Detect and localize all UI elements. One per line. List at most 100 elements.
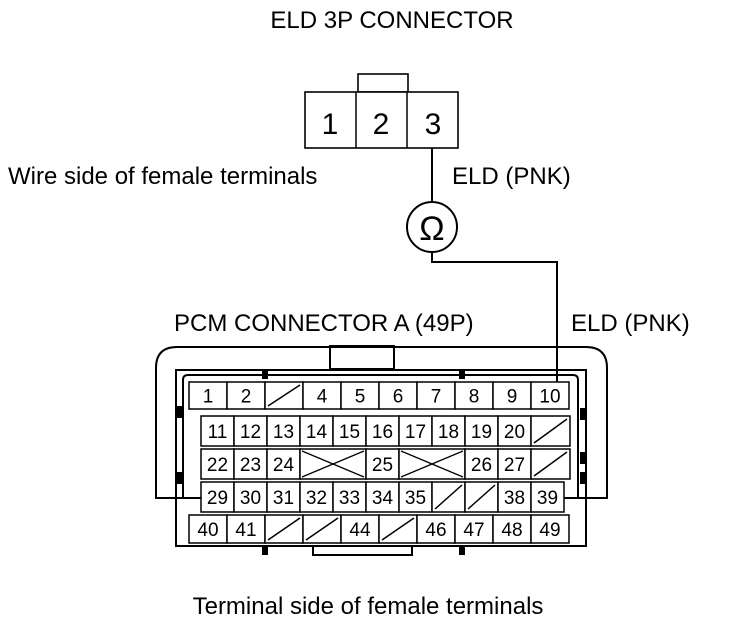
pcm-pin-6: 6 bbox=[393, 387, 404, 408]
unused-terminal-slash bbox=[305, 517, 339, 541]
pcm-pin-20: 20 bbox=[504, 422, 525, 443]
pcm-terminal-cell: 31 bbox=[266, 481, 301, 513]
pcm-terminal-cell bbox=[431, 481, 466, 513]
pcm-terminal-cell: 4 bbox=[302, 381, 342, 410]
pcm-terminal-cell: 48 bbox=[492, 514, 532, 544]
pcm-terminal-cell bbox=[398, 448, 466, 480]
pcm-pin-18: 18 bbox=[438, 422, 459, 443]
pcm-terminal-cell: 8 bbox=[454, 381, 494, 410]
ohm-symbol: Ω bbox=[419, 210, 444, 248]
pcm-terminal-cell bbox=[264, 381, 304, 410]
pcm-terminal-cell: 6 bbox=[378, 381, 418, 410]
pcm-pin-47: 47 bbox=[463, 520, 484, 541]
pcm-terminal-cell: 16 bbox=[365, 415, 400, 447]
pcm-terminal-cell: 13 bbox=[266, 415, 301, 447]
pcm-pin-38: 38 bbox=[504, 488, 525, 509]
pcm-pin-29: 29 bbox=[207, 488, 228, 509]
pcm-pin-26: 26 bbox=[471, 455, 492, 476]
pcm-terminal-cell: 33 bbox=[332, 481, 367, 513]
pcm-pin-22: 22 bbox=[207, 455, 228, 476]
pcm-terminal-cell: 22 bbox=[200, 448, 235, 480]
eld-pin-3: 3 bbox=[425, 108, 442, 141]
eld-connector-caption: Wire side of female terminals bbox=[8, 163, 317, 190]
pcm-terminal-cell bbox=[299, 448, 367, 480]
pcm-terminal-cell: 38 bbox=[497, 481, 532, 513]
pcm-terminal-cell: 12 bbox=[233, 415, 268, 447]
wire-meter-to-pcm bbox=[431, 252, 558, 384]
pcm-terminal-cell: 27 bbox=[497, 448, 532, 480]
pcm-terminal-cell: 25 bbox=[365, 448, 400, 480]
pcm-pin-35: 35 bbox=[405, 488, 426, 509]
pcm-pin-41: 41 bbox=[235, 520, 256, 541]
pcm-bottom-key bbox=[312, 546, 413, 556]
pcm-pin-7: 7 bbox=[431, 387, 442, 408]
unused-terminal-slash bbox=[533, 451, 568, 477]
pcm-terminal-cell: 49 bbox=[530, 514, 570, 544]
pcm-terminal-cell bbox=[264, 514, 304, 544]
pcm-pin-2: 2 bbox=[241, 387, 252, 408]
pcm-wire-label: ELD (PNK) bbox=[571, 310, 690, 337]
pcm-pin-31: 31 bbox=[273, 488, 294, 509]
pcm-terminal-cell: 39 bbox=[530, 481, 565, 513]
pcm-pin-24: 24 bbox=[273, 455, 295, 476]
pcm-terminal-cell: 30 bbox=[233, 481, 268, 513]
pcm-pin-46: 46 bbox=[425, 520, 446, 541]
pcm-pin-8: 8 bbox=[469, 387, 480, 408]
pcm-terminal-cell: 23 bbox=[233, 448, 268, 480]
unused-terminal-slash bbox=[434, 484, 463, 510]
pcm-pin-34: 34 bbox=[372, 488, 394, 509]
pcm-terminal-cell: 26 bbox=[464, 448, 499, 480]
pcm-pin-11: 11 bbox=[208, 422, 228, 443]
pcm-terminal-cell: 10 bbox=[530, 381, 570, 410]
eld-connector-title: ELD 3P CONNECTOR bbox=[270, 7, 513, 34]
pcm-pin-32: 32 bbox=[306, 488, 327, 509]
pcm-terminal-cell: 14 bbox=[299, 415, 334, 447]
pcm-terminal-cell: 44 bbox=[340, 514, 380, 544]
unused-terminal-slash bbox=[467, 484, 496, 510]
pcm-terminal-cell: 32 bbox=[299, 481, 334, 513]
pcm-pin-30: 30 bbox=[240, 488, 261, 509]
pcm-terminal-cell: 20 bbox=[497, 415, 532, 447]
pcm-pin-9: 9 bbox=[507, 387, 518, 408]
pcm-pin-10: 10 bbox=[539, 387, 560, 408]
pcm-top-lock bbox=[329, 345, 395, 370]
unused-terminal-slash bbox=[381, 517, 415, 541]
pcm-pin-33: 33 bbox=[339, 488, 360, 509]
unused-terminal-slash bbox=[533, 418, 568, 444]
pcm-terminal-cell: 9 bbox=[492, 381, 532, 410]
pcm-terminal-cell: 47 bbox=[454, 514, 494, 544]
pcm-pin-19: 19 bbox=[471, 422, 492, 443]
eld-pin-1: 1 bbox=[322, 108, 339, 141]
pcm-terminal-cell: 41 bbox=[226, 514, 266, 544]
pcm-connector-title: PCM CONNECTOR A (49P) bbox=[174, 310, 474, 337]
pcm-terminal-cell bbox=[530, 415, 571, 447]
eld-connector-body bbox=[304, 91, 459, 149]
pcm-terminal-cell: 35 bbox=[398, 481, 433, 513]
pcm-pin-40: 40 bbox=[197, 520, 218, 541]
pcm-terminal-cell bbox=[378, 514, 418, 544]
pcm-pin-12: 12 bbox=[240, 422, 261, 443]
pcm-pin-14: 14 bbox=[306, 422, 328, 443]
pcm-terminal-cell bbox=[530, 448, 571, 480]
ohmmeter-circuit: Ω bbox=[406, 148, 558, 384]
pcm-terminal-cell bbox=[302, 514, 342, 544]
unused-terminal-slash bbox=[267, 517, 301, 541]
pcm-terminal-cell bbox=[464, 481, 499, 513]
pcm-terminal-cell: 40 bbox=[188, 514, 228, 544]
pcm-pin-16: 16 bbox=[372, 422, 393, 443]
pcm-pin-25: 25 bbox=[372, 455, 393, 476]
pcm-terminal-cell: 46 bbox=[416, 514, 456, 544]
pcm-pin-48: 48 bbox=[501, 520, 522, 541]
pcm-pin-13: 13 bbox=[273, 422, 294, 443]
eld-wire-label: ELD (PNK) bbox=[452, 163, 571, 190]
pcm-pin-5: 5 bbox=[355, 387, 366, 408]
pcm-pin-44: 44 bbox=[349, 520, 371, 541]
pcm-terminal-cell: 34 bbox=[365, 481, 400, 513]
pcm-terminal-cell: 7 bbox=[416, 381, 456, 410]
pcm-pin-49: 49 bbox=[539, 520, 560, 541]
pcm-terminal-cell: 15 bbox=[332, 415, 367, 447]
pcm-terminal-cell: 19 bbox=[464, 415, 499, 447]
eld-connector-lock-tab bbox=[357, 73, 409, 93]
pcm-terminal-cell: 2 bbox=[226, 381, 266, 410]
